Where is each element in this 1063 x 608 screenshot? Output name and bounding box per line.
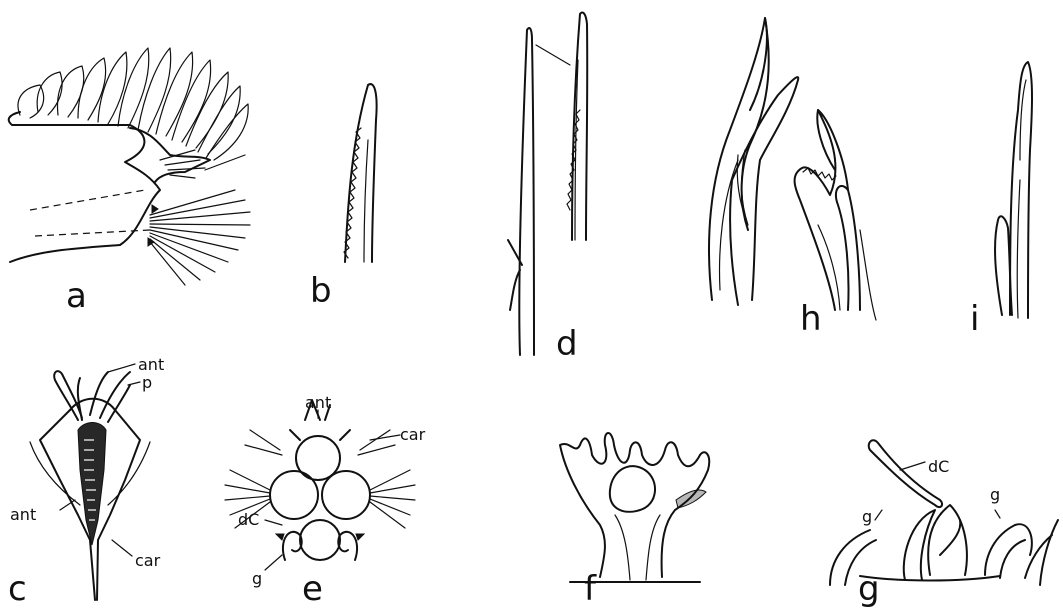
panel-c-label: c <box>8 569 27 608</box>
panel-e-callout-dC: dC <box>238 510 259 529</box>
panel-c-callout-ant-left: ant <box>10 505 36 524</box>
panel-c-callout-p: p <box>142 373 152 392</box>
panel-a-drawing <box>9 48 250 285</box>
panel-h-label: h <box>800 299 822 339</box>
panel-d-label: d <box>556 324 578 364</box>
panel-e-callout-g: g <box>252 569 262 588</box>
panel-e-label: e <box>302 569 323 608</box>
panel-c-callout-ant-top: ant <box>138 355 164 374</box>
panel-f-drawing <box>560 433 709 582</box>
panel-i-label: i <box>970 299 979 339</box>
panel-g-label: g <box>858 569 880 608</box>
panel-e-drawing <box>225 400 415 570</box>
panel-c-drawing <box>30 364 150 600</box>
panel-g-callout-dC: dC <box>928 457 949 476</box>
panel-e-callout-car: car <box>400 425 426 444</box>
panel-i-drawing <box>995 62 1032 318</box>
panel-c-callout-car: car <box>135 551 161 570</box>
panel-a-label: a <box>66 276 87 316</box>
panel-b-label: b <box>310 271 332 311</box>
panel-d-drawing <box>508 12 587 355</box>
panel-f-label: f <box>584 569 597 608</box>
panel-b-drawing <box>344 84 377 262</box>
panel-g-callout-g-left: g <box>862 507 872 526</box>
panel-h-drawing <box>709 18 876 320</box>
panel-e-callout-ant: ant <box>305 393 331 412</box>
panel-g-callout-g-right: g <box>990 485 1000 504</box>
